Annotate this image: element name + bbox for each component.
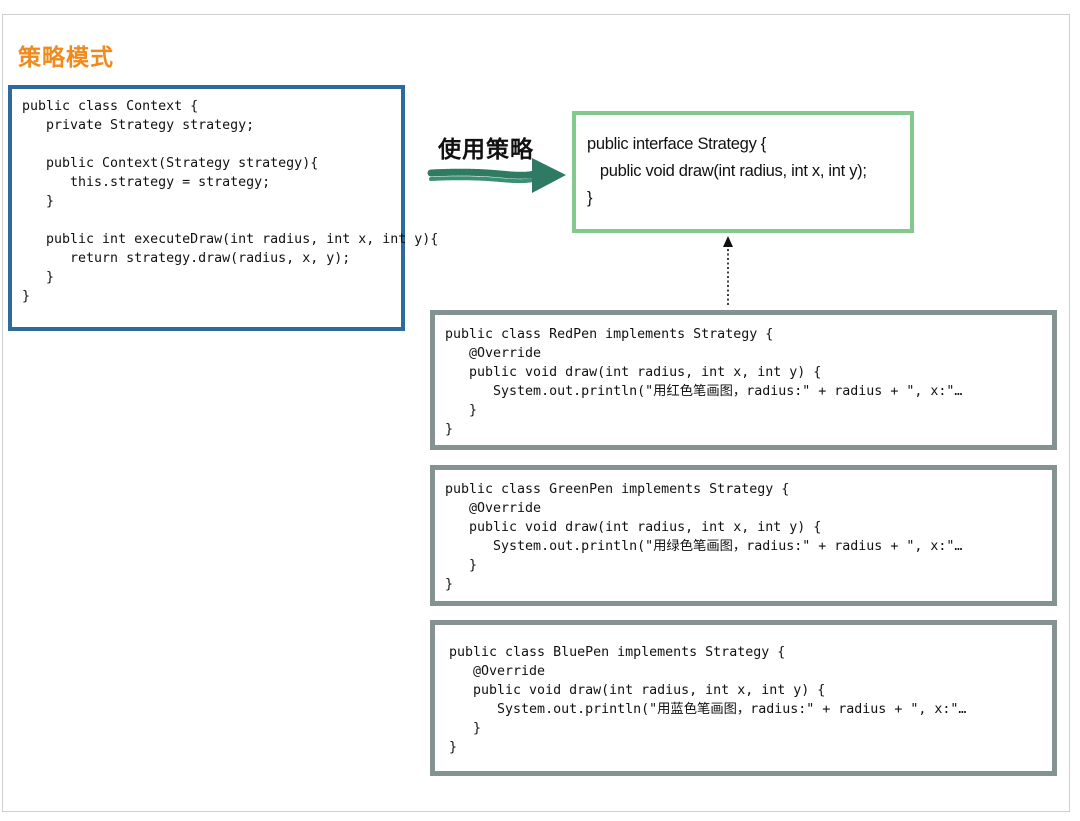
implements-arrow — [723, 236, 733, 305]
code-line: public interface Strategy { — [587, 135, 767, 153]
bluepen-class-box: public class BluePen implements Strategy… — [430, 620, 1057, 776]
code-line: this.strategy = strategy; — [22, 175, 271, 190]
code-line: private Strategy strategy; — [22, 118, 255, 133]
redpen-class-box: public class RedPen implements Strategy … — [430, 310, 1057, 450]
code-line: System.out.println("用红色笔画图，radius:" + ra… — [445, 384, 963, 399]
page-title: 策略模式 — [18, 45, 114, 71]
uses-strategy-arrow — [427, 158, 566, 193]
code-line: } — [445, 403, 478, 418]
greenpen-class-box: public class GreenPen implements Strateg… — [430, 465, 1057, 606]
code-line: public class Context { — [22, 99, 199, 114]
strategy-interface-box: public interface Strategy { public void … — [572, 111, 914, 233]
code-line: } — [445, 422, 454, 437]
code-line: @Override — [445, 501, 542, 516]
code-line: public void draw(int radius, int x, int … — [449, 683, 826, 698]
code-line: return strategy.draw(radius, x, y); — [22, 251, 351, 266]
code-line: public Context(Strategy strategy){ — [22, 156, 319, 171]
code-line: } — [22, 270, 55, 285]
code-line: System.out.println("用蓝色笔画图，radius:" + ra… — [449, 702, 967, 717]
code-line: } — [449, 721, 482, 736]
code-line: } — [22, 289, 31, 304]
code-line: public class BluePen implements Strategy… — [449, 645, 786, 660]
code-line: } — [587, 189, 593, 207]
context-class-box: public class Context { private Strategy … — [8, 85, 438, 331]
code-line: public class GreenPen implements Strateg… — [445, 482, 790, 497]
code-line: public void draw(int radius, int x, int … — [445, 520, 822, 535]
code-line: public void draw(int radius, int x, int … — [587, 162, 867, 180]
code-line: } — [445, 577, 454, 592]
code-line: } — [22, 194, 55, 209]
code-line: @Override — [445, 346, 542, 361]
code-line: public void draw(int radius, int x, int … — [445, 365, 822, 380]
uses-strategy-label: 使用策略 — [438, 137, 534, 163]
code-line: @Override — [449, 664, 546, 679]
code-line: } — [445, 558, 478, 573]
code-line: public class RedPen implements Strategy … — [445, 327, 774, 342]
code-line: System.out.println("用绿色笔画图，radius:" + ra… — [445, 539, 963, 554]
code-line: } — [449, 740, 458, 755]
slide-frame — [2, 14, 1070, 812]
